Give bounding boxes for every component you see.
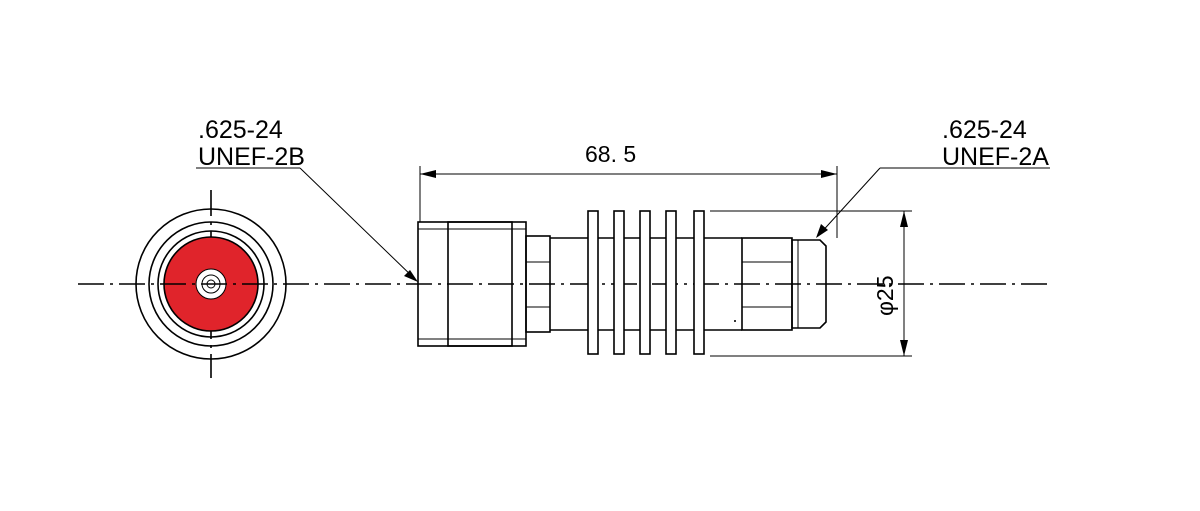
leader-arrow-icon — [404, 270, 418, 282]
right-thread-class: UNEF-2A — [942, 143, 1049, 171]
right-connector-thread — [791, 239, 827, 329]
right-thread-size: .625-24 — [942, 116, 1027, 144]
left-thread-callout: .625-24 UNEF-2B — [196, 116, 418, 282]
diameter-dimension-text: φ25 — [872, 276, 898, 317]
left-hex-section — [525, 235, 551, 333]
cooling-fin — [665, 210, 677, 355]
dimension-arrow-icon — [420, 170, 436, 178]
left-thread-size: .625-24 — [198, 116, 283, 144]
right-thread-callout: .625-24 UNEF-2A — [816, 116, 1050, 238]
left-leader-line — [299, 167, 417, 281]
side-view — [417, 210, 827, 355]
coupling-nut-circle — [148, 221, 274, 347]
cooling-fin — [587, 210, 599, 355]
length-dimension-text: 68. 5 — [585, 141, 636, 167]
right-leader-line — [817, 167, 881, 237]
left-thread-class: UNEF-2B — [198, 143, 305, 171]
cooling-fin — [639, 210, 651, 355]
cooling-fin — [693, 210, 705, 355]
length-dimension: 68. 5 — [419, 141, 838, 238]
dimension-arrow-icon — [900, 340, 908, 356]
dimension-arrow-icon — [821, 170, 837, 178]
dimension-arrow-icon — [900, 211, 908, 227]
knurled-coupling-nut — [447, 221, 513, 347]
diameter-dimension: φ25 — [710, 210, 912, 357]
cooling-fin — [613, 210, 625, 355]
leader-arrow-icon — [816, 224, 828, 238]
